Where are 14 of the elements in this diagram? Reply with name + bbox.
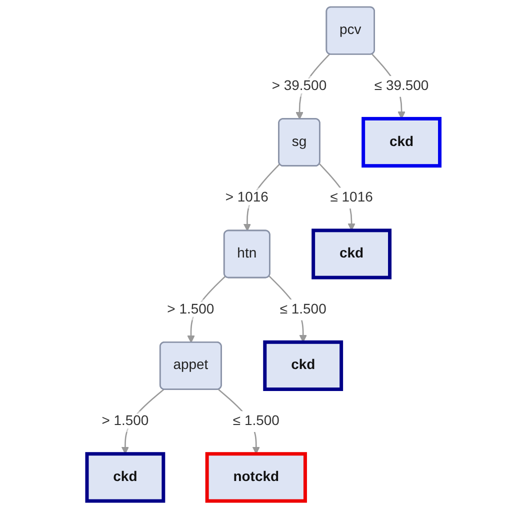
edge-label: > 1.500: [102, 414, 149, 429]
edge-label: > 39.500: [272, 78, 327, 94]
node-box: [312, 228, 392, 280]
node-box: [85, 452, 166, 503]
edge-label: ≤ 1.500: [233, 414, 280, 429]
node-box: [263, 340, 344, 392]
edge-label: > 1.500: [167, 302, 214, 317]
edge-label: ≤ 39.500: [374, 78, 429, 94]
edge-label: > 1016: [225, 190, 269, 206]
edge-label: ≤ 1016: [330, 190, 373, 206]
decision-tree-diagram: > 39.500 ≤ 39.500 > 1016 ≤ 1016 > 1.500 ≤ 1.500 > 1.500 ≤ 1.500 pcv sg ckd htn ckd appet ckd ckd notckd: [80, 0, 447, 508]
node-box: [205, 452, 308, 503]
node-box: [362, 116, 442, 168]
edge-label: ≤ 1.500: [280, 302, 326, 317]
